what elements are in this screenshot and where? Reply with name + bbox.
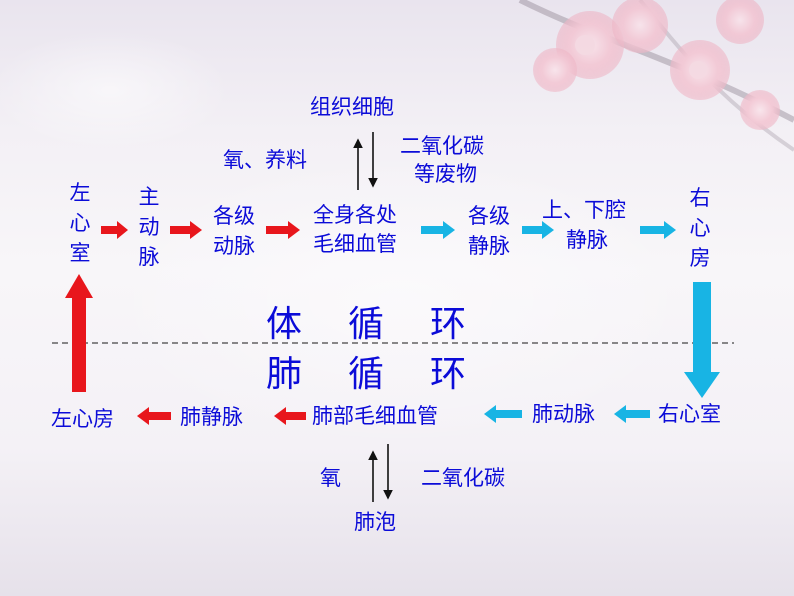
aorta-label: 主动脉	[138, 185, 160, 269]
arrow-veins-to-vena-cava	[522, 221, 554, 239]
arrow-vena-cava-to-right-atrium	[640, 221, 676, 239]
lung-capillaries-label: 肺部毛细血管	[312, 404, 438, 428]
right-ventricle-label: 右心室	[658, 402, 721, 426]
vena-cava-label-line2: 静脉	[566, 228, 608, 252]
pulmonary-circulation-title: 肺循环	[266, 354, 513, 395]
arrow-pulmonary-vein-to-left-atrium	[137, 407, 171, 425]
arrow-right-atrium-to-right-ventricle	[684, 282, 720, 398]
pulmonary-vein-label: 肺静脉	[180, 405, 243, 429]
veins-all-levels-label: 各级静脉	[468, 204, 510, 258]
vena-cava-label-line1: 上、下腔	[542, 198, 626, 222]
arrow-lung-capillaries-to-pulmonary-vein	[274, 407, 306, 425]
arrow-aorta-to-arteries	[170, 221, 202, 239]
arrow-left-atrium-to-left-ventricle	[65, 274, 93, 392]
capillaries-label-line1: 全身各处	[313, 203, 397, 227]
tissue-cells-label: 组织细胞	[310, 95, 394, 119]
arteries-all-levels-label: 各级动脉	[213, 204, 255, 258]
systemic-circulation-title: 体循环	[266, 304, 513, 345]
capillaries-label-line2: 毛细血管	[313, 232, 397, 256]
arrow-pulmonary-artery-to-lung-capillaries	[484, 405, 522, 423]
pulmonary-artery-label: 肺动脉	[532, 402, 595, 426]
left-atrium-label: 左心房	[51, 407, 114, 431]
co2-label: 二氧化碳	[421, 466, 505, 490]
arrow-right-ventricle-to-pulmonary-artery	[614, 405, 650, 423]
arrow-capillaries-to-veins	[421, 221, 455, 239]
arrow-left-ventricle-to-aorta	[101, 221, 128, 239]
oxygen-nutrients-label: 氧、养料	[223, 148, 307, 172]
alveoli-label: 肺泡	[354, 510, 396, 534]
co2-wastes-label-line2: 等废物	[414, 162, 477, 186]
oxygen-label: 氧	[320, 466, 341, 490]
co2-wastes-label-line1: 二氧化碳	[400, 134, 484, 158]
left-ventricle-label: 左心室	[69, 181, 91, 265]
arrow-arteries-to-capillaries	[266, 221, 300, 239]
right-atrium-label: 右心房	[689, 186, 711, 270]
